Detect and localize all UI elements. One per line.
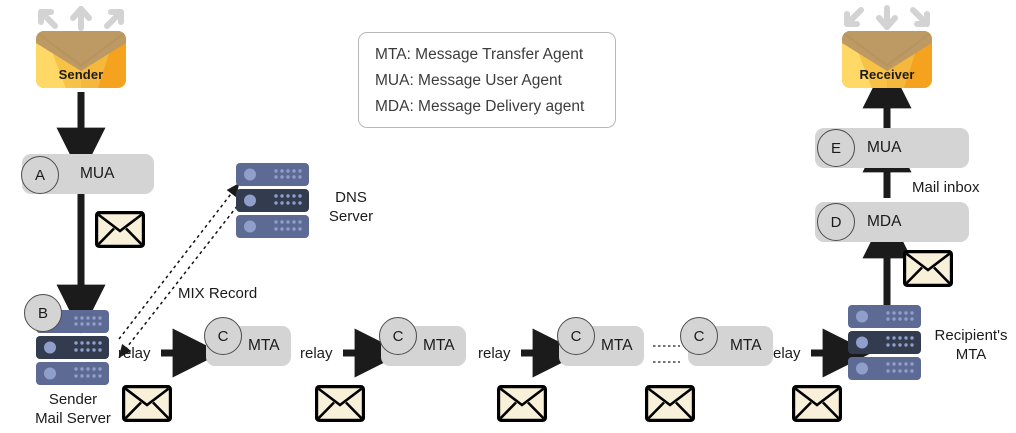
step-badge-b: B bbox=[24, 294, 62, 332]
sender-mail-server-caption-line1: Sender bbox=[48, 391, 98, 408]
sender-mail-server-caption-line2: Mail Server bbox=[35, 410, 111, 427]
step-badge-c-2: C bbox=[379, 317, 417, 355]
three-incoming-arrows-icon bbox=[837, 3, 937, 31]
step-badge-c-4: C bbox=[680, 317, 718, 355]
envelope-icon bbox=[95, 211, 145, 248]
envelope-icon bbox=[122, 385, 172, 422]
dns-server-caption: DNS Server bbox=[313, 188, 389, 226]
envelope-icon bbox=[497, 385, 547, 422]
legend-box: MTA: Message Transfer Agent MUA: Message… bbox=[358, 32, 616, 128]
sender-mail-server-caption: Sender Mail Server bbox=[12, 390, 134, 428]
step-badge-c-1: C bbox=[204, 317, 242, 355]
three-outgoing-arrows-icon bbox=[31, 3, 131, 31]
node-mta-4-label: MTA bbox=[730, 337, 762, 354]
legend-line-mua: MUA: Message User Agent bbox=[375, 72, 562, 89]
relay-label-4: relay bbox=[768, 345, 801, 362]
recipient-mta-rack-icon bbox=[848, 305, 921, 382]
mix-record-label: MIX Record bbox=[178, 285, 258, 302]
step-badge-c-3: C bbox=[557, 317, 595, 355]
node-mua-sender-label: MUA bbox=[80, 165, 115, 182]
node-mta-3-label: MTA bbox=[601, 337, 633, 354]
receiver-envelope-icon: Receiver bbox=[842, 31, 932, 88]
step-badge-d: D bbox=[817, 203, 855, 241]
recipient-mta-caption-line1: Recipient's bbox=[934, 327, 1008, 344]
envelope-icon bbox=[645, 385, 695, 422]
node-mua-receiver-label: MUA bbox=[867, 139, 902, 156]
step-badge-e: E bbox=[817, 129, 855, 167]
relay-label-2: relay bbox=[300, 345, 333, 362]
recipient-mta-caption: Recipient's MTA bbox=[926, 326, 1016, 364]
dns-server-caption-line2: Server bbox=[328, 208, 374, 225]
dns-server-rack-icon bbox=[236, 163, 309, 240]
envelope-icon bbox=[792, 385, 842, 422]
envelope-icon bbox=[903, 250, 953, 287]
recipient-mta-caption-line2: MTA bbox=[955, 346, 987, 363]
step-badge-a: A bbox=[21, 156, 59, 194]
node-mta-4[interactable]: MTA bbox=[688, 326, 773, 366]
legend-line-mda: MDA: Message Delivery agent bbox=[375, 98, 585, 115]
receiver-caption: Receiver bbox=[859, 67, 915, 82]
node-mta-1-label: MTA bbox=[248, 337, 280, 354]
sender-caption: Sender bbox=[58, 67, 104, 82]
node-mta-2-label: MTA bbox=[423, 337, 455, 354]
dns-server-caption-line1: DNS bbox=[335, 189, 367, 206]
legend-line-mta: MTA: Message Transfer Agent bbox=[375, 46, 584, 63]
relay-label-3: relay bbox=[478, 345, 511, 362]
envelope-icon bbox=[315, 385, 365, 422]
node-mda-label: MDA bbox=[867, 213, 902, 230]
relay-label-1: relay bbox=[118, 345, 151, 362]
sender-envelope-icon: Sender bbox=[36, 31, 126, 88]
mail-inbox-label: Mail inbox bbox=[912, 179, 980, 196]
